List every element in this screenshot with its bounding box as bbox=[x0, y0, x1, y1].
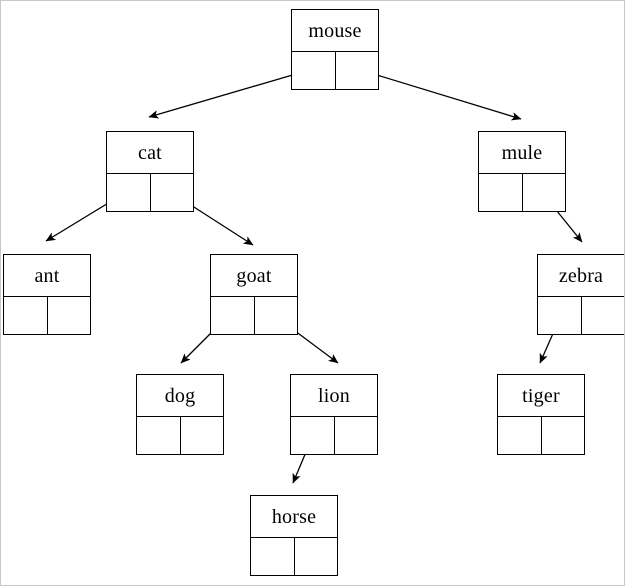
tree-node-horse[interactable]: horse bbox=[250, 495, 338, 576]
tree-node-tiger[interactable]: tiger bbox=[497, 374, 585, 455]
node-right-pointer-mouse[interactable] bbox=[336, 52, 379, 89]
node-label-dog: dog bbox=[137, 375, 223, 417]
tree-node-mouse[interactable]: mouse bbox=[291, 9, 379, 90]
node-right-pointer-ant[interactable] bbox=[48, 297, 91, 334]
node-pointers-zebra bbox=[538, 297, 624, 334]
node-left-pointer-mouse[interactable] bbox=[292, 52, 336, 89]
tree-node-zebra[interactable]: zebra bbox=[537, 254, 624, 335]
tree-node-ant[interactable]: ant bbox=[3, 254, 91, 335]
node-pointers-dog bbox=[137, 417, 223, 454]
node-label-cat: cat bbox=[107, 132, 193, 174]
node-label-goat: goat bbox=[211, 255, 297, 297]
node-right-pointer-zebra[interactable] bbox=[582, 297, 625, 334]
node-pointers-mouse bbox=[292, 52, 378, 89]
node-left-pointer-zebra[interactable] bbox=[538, 297, 582, 334]
node-label-mouse: mouse bbox=[292, 10, 378, 52]
node-right-pointer-cat[interactable] bbox=[151, 174, 194, 211]
node-label-horse: horse bbox=[251, 496, 337, 538]
node-left-pointer-lion[interactable] bbox=[291, 417, 335, 454]
node-pointers-lion bbox=[291, 417, 377, 454]
tree-node-lion[interactable]: lion bbox=[290, 374, 378, 455]
node-label-zebra: zebra bbox=[538, 255, 624, 297]
node-pointers-goat bbox=[211, 297, 297, 334]
node-left-pointer-tiger[interactable] bbox=[498, 417, 542, 454]
node-right-pointer-lion[interactable] bbox=[335, 417, 378, 454]
tree-node-cat[interactable]: cat bbox=[106, 131, 194, 212]
node-label-tiger: tiger bbox=[498, 375, 584, 417]
node-pointers-cat bbox=[107, 174, 193, 211]
node-right-pointer-tiger[interactable] bbox=[542, 417, 585, 454]
node-pointers-tiger bbox=[498, 417, 584, 454]
node-right-pointer-mule[interactable] bbox=[523, 174, 566, 211]
tree-node-goat[interactable]: goat bbox=[210, 254, 298, 335]
edge-arrow-mouse-right-mule bbox=[353, 67, 522, 121]
node-left-pointer-goat[interactable] bbox=[211, 297, 255, 334]
node-left-pointer-cat[interactable] bbox=[107, 174, 151, 211]
node-pointers-mule bbox=[479, 174, 565, 211]
node-pointers-ant bbox=[4, 297, 90, 334]
edge-arrow-mouse-left-cat bbox=[148, 68, 314, 119]
node-right-pointer-goat[interactable] bbox=[255, 297, 298, 334]
node-left-pointer-dog[interactable] bbox=[137, 417, 181, 454]
node-right-pointer-horse[interactable] bbox=[295, 538, 338, 575]
node-pointers-horse bbox=[251, 538, 337, 575]
node-left-pointer-horse[interactable] bbox=[251, 538, 295, 575]
node-label-lion: lion bbox=[291, 375, 377, 417]
node-label-mule: mule bbox=[479, 132, 565, 174]
node-right-pointer-dog[interactable] bbox=[181, 417, 224, 454]
node-left-pointer-ant[interactable] bbox=[4, 297, 48, 334]
node-left-pointer-mule[interactable] bbox=[479, 174, 523, 211]
tree-node-dog[interactable]: dog bbox=[136, 374, 224, 455]
tree-node-mule[interactable]: mule bbox=[478, 131, 566, 212]
node-label-ant: ant bbox=[4, 255, 90, 297]
